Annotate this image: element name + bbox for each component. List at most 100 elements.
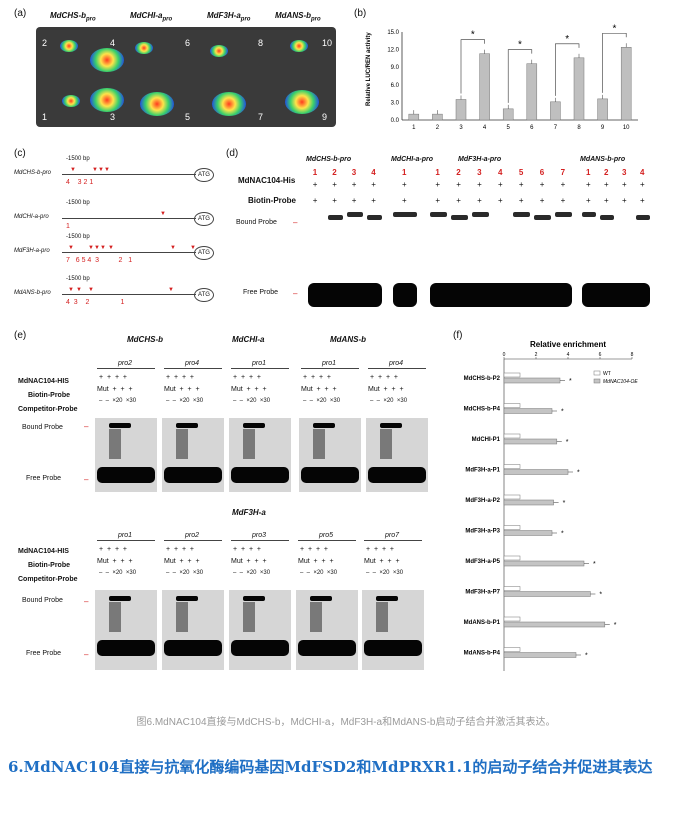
smear bbox=[176, 429, 189, 459]
binding-site-marker: ▼ bbox=[168, 287, 174, 293]
row-label: Biotin-Probe bbox=[28, 392, 70, 399]
competitor-row: – – ×20 ×30 bbox=[370, 398, 408, 404]
bar-wt bbox=[503, 433, 521, 439]
binding-site-marker: ▼ bbox=[104, 167, 110, 173]
binding-site-marker: ▼ bbox=[108, 245, 114, 251]
free-probe-band bbox=[364, 640, 422, 656]
smear bbox=[176, 602, 189, 632]
protein-row: + + + + bbox=[303, 374, 332, 381]
lane-number: 4 bbox=[640, 168, 645, 177]
row-label: Competitor-Probe bbox=[18, 406, 78, 413]
lane-number: 2 bbox=[604, 168, 609, 177]
gel-image bbox=[229, 590, 291, 670]
plus-sign: + bbox=[518, 196, 524, 205]
bar bbox=[408, 113, 420, 121]
promoter-name: MdF3H-a-pro bbox=[14, 248, 50, 254]
plus-sign: + bbox=[477, 196, 482, 205]
significance-star: * bbox=[566, 439, 569, 446]
bp-label: -1500 bp bbox=[66, 156, 90, 162]
significance-star: * bbox=[585, 653, 588, 660]
significance-bracket bbox=[555, 43, 580, 96]
plus-sign: + bbox=[435, 196, 441, 205]
bound-band bbox=[109, 596, 131, 601]
bar-oe bbox=[503, 530, 553, 536]
significance-bracket bbox=[602, 32, 627, 93]
probe-name: pro1 bbox=[252, 360, 267, 367]
category-label: MdCHI-P1 bbox=[472, 437, 501, 443]
bar-oe bbox=[503, 469, 569, 475]
bound-band bbox=[176, 596, 198, 601]
lane-number: 2 bbox=[332, 168, 337, 177]
pro-subscript: pro bbox=[86, 16, 96, 23]
bound-band bbox=[582, 212, 596, 217]
bp-label: -1500 bp bbox=[66, 234, 90, 240]
probe-row: Mut + + + bbox=[301, 386, 337, 393]
panel-a-header: MdANS-bpro bbox=[275, 11, 321, 23]
y-tick-label: 9.0 bbox=[391, 65, 400, 71]
pro-subscript: pro bbox=[311, 16, 321, 23]
competitor-row: – – ×20 ×30 bbox=[99, 398, 137, 404]
luminescence-spot bbox=[90, 88, 124, 112]
probe-row: Mut + + + bbox=[368, 386, 404, 393]
luminescence-spot bbox=[140, 92, 174, 116]
binding-site-marker: ▼ bbox=[170, 245, 176, 251]
gel-image bbox=[162, 590, 224, 670]
lane-number: 4 bbox=[371, 168, 376, 177]
y-tick-label: 12.0 bbox=[387, 48, 399, 54]
free-probe-band bbox=[308, 283, 382, 307]
luminescence-spot bbox=[212, 92, 246, 116]
panel-b-label: (b) bbox=[354, 8, 367, 19]
promoter-line bbox=[62, 294, 196, 295]
plus-sign: + bbox=[640, 180, 645, 189]
smear bbox=[380, 429, 393, 459]
bound-band bbox=[393, 212, 417, 217]
protein-row: + + + + bbox=[166, 546, 195, 553]
probe-underline bbox=[97, 368, 155, 369]
bar-oe bbox=[503, 621, 606, 628]
bar-oe bbox=[503, 408, 553, 414]
panel-e-label: (e) bbox=[14, 330, 27, 341]
free-probe-band bbox=[97, 467, 155, 483]
atg-box: ATG bbox=[194, 288, 214, 302]
bar-wt bbox=[503, 464, 521, 469]
spot-number: 5 bbox=[185, 112, 191, 122]
x-tick-label: 2 bbox=[436, 125, 440, 131]
bar-wt bbox=[503, 494, 521, 500]
luminescence-spot bbox=[135, 42, 153, 54]
category-label: MdANS-b-P4 bbox=[464, 651, 501, 657]
panel-a-header: MdCHS-bpro bbox=[50, 11, 96, 23]
plus-sign: + bbox=[351, 196, 357, 205]
plus-sign: + bbox=[622, 196, 627, 205]
emsa-row-protein: MdNAC104-His bbox=[238, 176, 296, 185]
competitor-row: – – ×20 ×30 bbox=[99, 570, 137, 576]
bar bbox=[597, 98, 608, 121]
plus-sign: + bbox=[586, 180, 591, 189]
probe-row: Mut + + + bbox=[364, 558, 400, 565]
panel-a-header: MdCHI-apro bbox=[130, 11, 172, 23]
bound-band bbox=[243, 596, 265, 601]
bp-label: -1500 bp bbox=[66, 276, 90, 282]
probe-name: pro1 bbox=[118, 532, 133, 539]
spot-number: 1 bbox=[42, 112, 48, 122]
plus-sign: + bbox=[518, 180, 524, 189]
x-tick-label: 7 bbox=[554, 125, 558, 131]
lane-number: 2 bbox=[456, 168, 461, 177]
lane-number: 1 bbox=[402, 168, 407, 177]
probe-underline bbox=[164, 540, 222, 541]
binding-site-marker: ▼ bbox=[76, 287, 82, 293]
plus-sign: + bbox=[640, 196, 645, 205]
bound-marker: – bbox=[84, 422, 89, 431]
x-tick-label: 5 bbox=[507, 125, 511, 131]
smear bbox=[243, 429, 256, 459]
probe-row: Mut + + + bbox=[97, 386, 133, 393]
probe-row: Mut + + + bbox=[97, 558, 133, 565]
gene-name: MdANS-b bbox=[275, 11, 311, 20]
bound-band bbox=[450, 215, 468, 220]
free-probe-band bbox=[393, 283, 417, 307]
spot-number: 6 bbox=[185, 38, 191, 48]
plus-sign: + bbox=[402, 196, 407, 205]
promoter-line bbox=[62, 252, 196, 253]
lane-number: 4 bbox=[498, 168, 503, 177]
probe-name: pro3 bbox=[252, 532, 267, 539]
bp-label: -1500 bp bbox=[66, 200, 90, 206]
